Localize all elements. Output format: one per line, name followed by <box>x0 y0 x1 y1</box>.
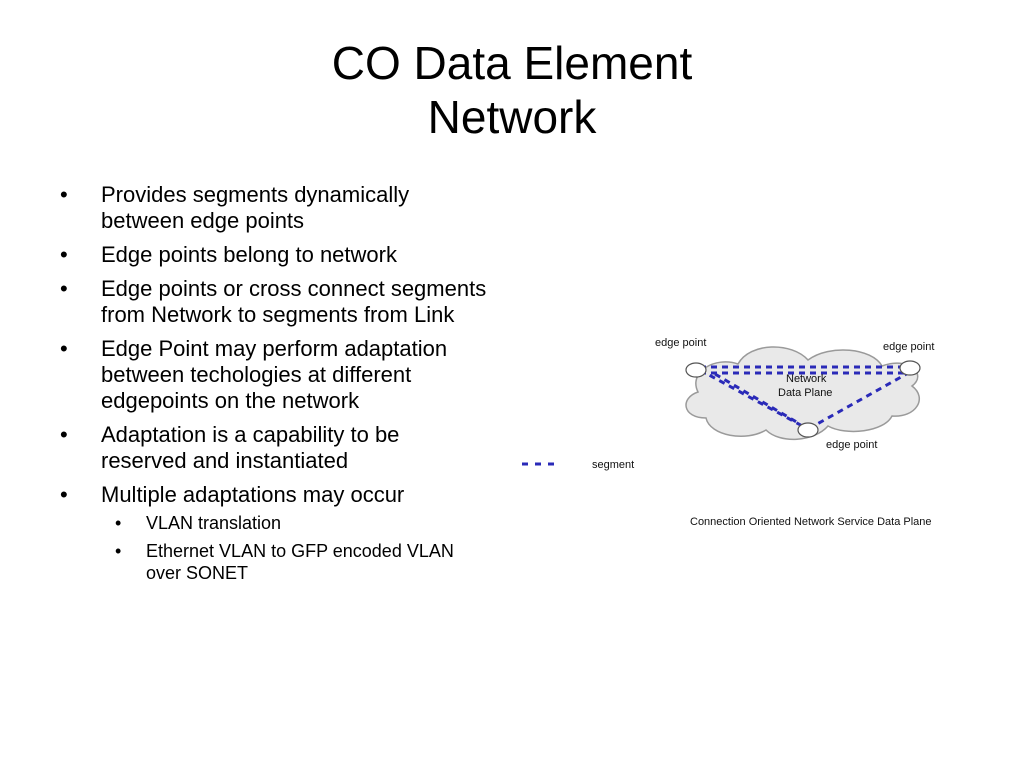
edge-point-bottom-node <box>797 422 819 438</box>
sub-bullet-item: Ethernet VLAN to GFP encoded VLAN over S… <box>101 540 490 584</box>
edge-point-left-node <box>685 362 707 378</box>
bullet-item-text: Multiple adaptations may occur <box>101 482 405 507</box>
segment-left-diagonal <box>699 368 807 430</box>
title-line-1: CO Data Element <box>331 37 693 89</box>
segment-right-diagonal <box>809 370 911 430</box>
segment-left-diagonal-2 <box>714 372 801 426</box>
bullet-item: Edge points or cross connect segments fr… <box>60 276 490 328</box>
bullet-list: Provides segments dynamically between ed… <box>60 182 490 592</box>
bullet-item: Provides segments dynamically between ed… <box>60 182 490 234</box>
title-line-2: Network <box>427 91 597 143</box>
bullet-item-with-subitems: Multiple adaptations may occur VLAN tran… <box>60 482 490 584</box>
legend-segment-label: segment <box>592 459 634 471</box>
edge-point-left-label: edge point <box>655 337 706 349</box>
bullet-item: Adaptation is a capability to be reserve… <box>60 422 490 474</box>
cloud-label-line-1: Network <box>786 373 827 385</box>
network-data-plane-diagram: edge point edge point edge point Network… <box>522 337 934 528</box>
edge-point-bottom-label: edge point <box>826 439 877 451</box>
sub-bullet-list: VLAN translation Ethernet VLAN to GFP en… <box>101 512 490 584</box>
slide-title: CO Data Element Network <box>0 36 1024 144</box>
bullet-item: Edge Point may perform adaptation betwee… <box>60 336 490 414</box>
edge-point-right-node <box>899 360 921 376</box>
bullet-item: Edge points belong to network <box>60 242 490 268</box>
cloud-shape <box>685 346 921 441</box>
diagram-caption: Connection Oriented Network Service Data… <box>690 516 932 528</box>
sub-bullet-item: VLAN translation <box>101 512 490 534</box>
cloud-label-line-2: Data Plane <box>778 387 832 399</box>
edge-point-right-label: edge point <box>883 341 934 353</box>
segment-lines <box>699 365 911 430</box>
